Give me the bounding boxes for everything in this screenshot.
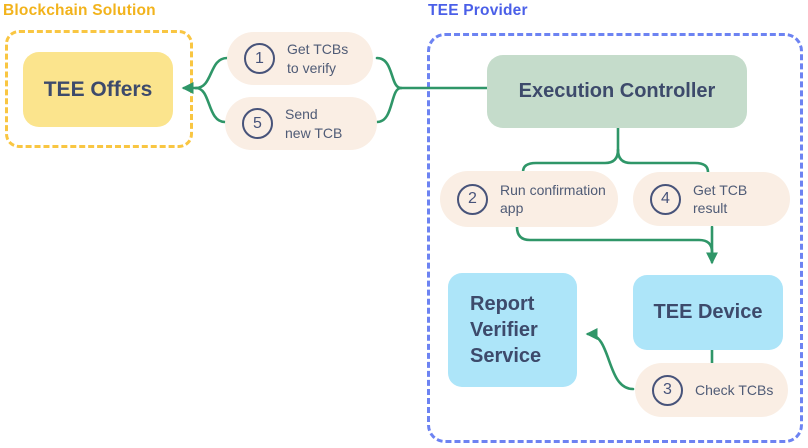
report-verifier-service-node-label: Report Verifier Service xyxy=(470,293,542,367)
execution-controller-node: Execution Controller xyxy=(487,55,747,128)
step-1-label: Get TCBs to verify xyxy=(287,41,349,76)
step-5-send-new-tcb: 5 Send new TCB xyxy=(225,97,377,150)
step-2-run-confirmation-app: 2 Run confirmation app xyxy=(440,171,618,227)
tee-provider-group-box xyxy=(427,33,803,443)
connector-fork-to-step1 xyxy=(375,56,403,90)
step-4-label: Get TCB result xyxy=(693,181,748,216)
step-4-number-badge: 4 xyxy=(650,183,681,215)
report-verifier-service-node: Report Verifier Service xyxy=(448,273,577,387)
connector-step1-to-merge xyxy=(194,56,229,90)
execution-controller-node-label: Execution Controller xyxy=(518,80,716,102)
step-5-number-badge: 5 xyxy=(242,108,273,139)
step-4-get-tcb-result: 4 Get TCB result xyxy=(633,172,790,226)
step-1-number-badge: 1 xyxy=(244,43,275,74)
step-3-number-badge: 3 xyxy=(652,374,683,406)
step-1-get-tcbs-to-verify: 1 Get TCBs to verify xyxy=(227,32,373,85)
step-2-number-badge: 2 xyxy=(457,183,488,215)
step-2-label: Run confirmation app xyxy=(500,181,606,216)
blockchain-solution-label: Blockchain Solution xyxy=(3,2,156,19)
tee-device-node: TEE Device xyxy=(633,275,783,350)
tee-provider-label: TEE Provider xyxy=(428,2,528,19)
step-3-label: Check TCBs xyxy=(695,381,774,398)
tee-device-node-label: TEE Device xyxy=(653,301,763,323)
tee-offers-node-label: TEE Offers xyxy=(43,77,153,101)
connector-fork-to-step5 xyxy=(375,86,403,124)
connector-step5-to-merge xyxy=(194,86,227,124)
tee-offers-node: TEE Offers xyxy=(23,52,173,127)
step-5-label: Send new TCB xyxy=(285,106,343,141)
step-3-check-tcbs: 3 Check TCBs xyxy=(635,363,788,417)
